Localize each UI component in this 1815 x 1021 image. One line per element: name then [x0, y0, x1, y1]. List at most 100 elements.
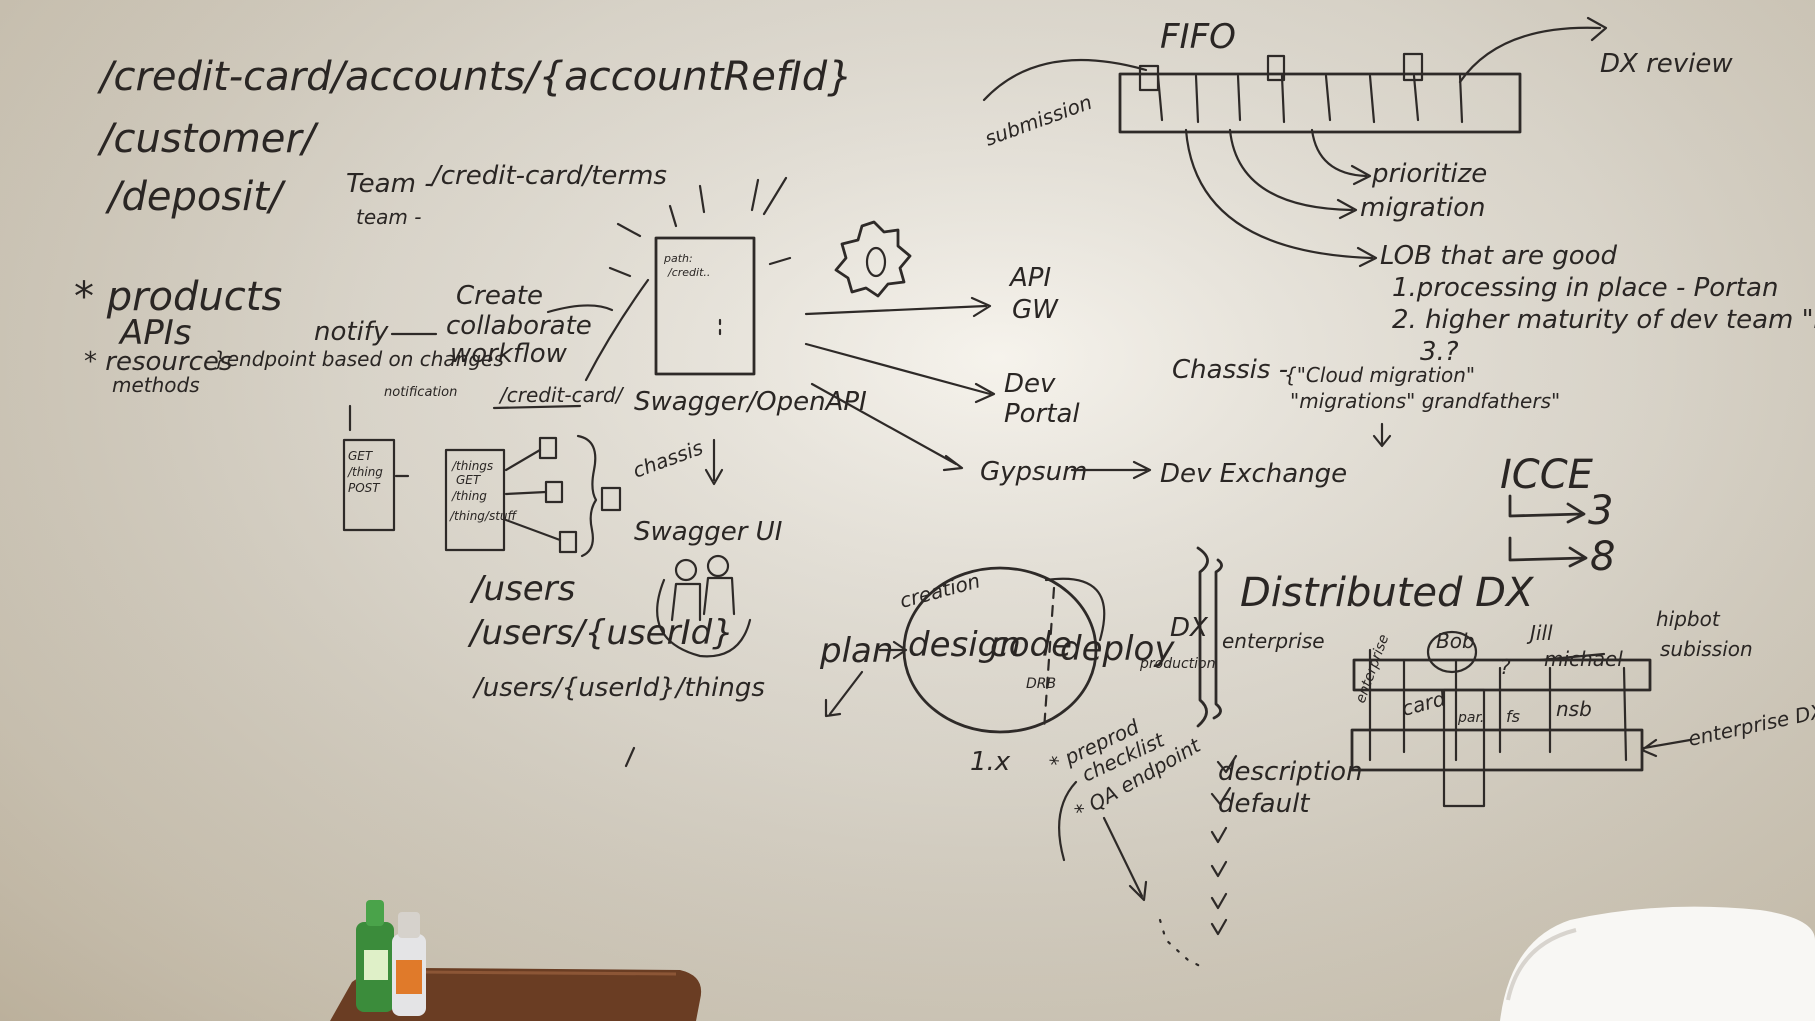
par-highlight	[1442, 688, 1486, 808]
swagger-down-arrow	[704, 438, 724, 486]
chassis-line-1: {"Cloud migration"	[1284, 363, 1475, 387]
chassis-label: Chassis -	[1172, 355, 1288, 385]
left-box-line-1: GET	[348, 449, 374, 463]
credit-card-underline	[492, 404, 582, 410]
people-bodies-icon	[670, 576, 736, 622]
green-bottle-label	[364, 950, 388, 980]
gypsum-to-dev-exchange-arrow	[1070, 460, 1152, 480]
distributed-columns	[1368, 648, 1628, 762]
white-chair	[1500, 906, 1815, 1021]
endpoint-note: }endpoint based on changes	[214, 347, 504, 371]
url-customer: /customer/	[97, 116, 320, 162]
dx-review-label: DX review	[1600, 49, 1733, 79]
portal-label: Portal	[1004, 399, 1080, 429]
design-label: design	[908, 625, 1021, 665]
products-heading: * products	[74, 274, 282, 320]
enterprise-dx-arrow	[1640, 738, 1692, 758]
deploy-label: deploy	[1060, 629, 1175, 669]
code-label: code	[990, 625, 1072, 665]
things-box	[444, 448, 506, 552]
person-icon-2	[706, 554, 730, 578]
users-path-1: /users	[469, 569, 575, 609]
things-line-4: /thing/stuff	[449, 509, 518, 523]
api-label: API	[1008, 263, 1051, 293]
url-credit-card: /credit-card/accounts/{accountRefId}	[97, 54, 853, 100]
green-bottle-neck	[366, 900, 384, 926]
cell-nsb: nsb	[1556, 697, 1592, 721]
dx-label: DX	[1170, 613, 1209, 643]
lob-item-3: 3.?	[1420, 337, 1459, 367]
lob-item-1: 1.processing in place - Portan	[1392, 273, 1778, 303]
plan-down-arrow	[824, 670, 864, 718]
collaborate-label: collaborate	[446, 311, 592, 341]
chassis-line-2: "migrations" grandfathers"	[1290, 389, 1560, 413]
gear-icon	[834, 220, 912, 298]
workflow-label: workflow	[450, 339, 568, 369]
bob-circle	[1426, 630, 1478, 674]
gw-label: GW	[1012, 295, 1059, 325]
dx-bracket	[1196, 546, 1223, 728]
default-label: default	[1218, 789, 1310, 819]
plan-arrow	[878, 640, 908, 660]
lob-label: LOB that are good	[1380, 241, 1618, 271]
collaborate-connector	[546, 304, 614, 314]
notification-label: notification	[384, 385, 457, 400]
chair-shadow	[1506, 928, 1577, 1001]
apis-label: APIs	[118, 313, 192, 353]
swagger-document	[654, 236, 756, 376]
team-label-1: Team -	[346, 169, 434, 199]
url-deposit: /deposit/	[105, 174, 287, 220]
doc-path-value: /credit..	[667, 266, 710, 279]
users-tick	[624, 746, 636, 768]
cell-fs: fs	[1506, 707, 1520, 726]
cell-par: par.	[1457, 710, 1484, 726]
dev-exchange-label: Dev Exchange	[1160, 459, 1347, 489]
create-label: Create	[456, 281, 543, 311]
dev-label: Dev	[1004, 369, 1056, 399]
lob-arrow	[1184, 128, 1378, 268]
production-label: production	[1139, 656, 1215, 672]
icce-branch-1	[1508, 494, 1586, 524]
fifo-item-3	[1402, 52, 1424, 82]
checkmarks-icon	[1210, 754, 1238, 936]
things-line-3: /thing	[451, 489, 487, 503]
icce-value-2: 8	[1590, 534, 1615, 580]
left-box-connector	[348, 404, 410, 478]
things-brace	[576, 434, 598, 558]
document-rays	[608, 176, 792, 278]
lob-item-2: 2. higher maturity of dev team "FSAPI"	[1392, 305, 1815, 335]
distributed-dx-title: Distributed DX	[1240, 570, 1535, 616]
gear-hole-icon	[865, 246, 887, 278]
person-icon-1	[674, 558, 698, 582]
fifo-slots	[1156, 74, 1464, 124]
distributed-top-bar	[1352, 658, 1652, 692]
clear-bottle-cap	[398, 912, 420, 938]
description-label: description	[1218, 757, 1363, 787]
arrow-to-dev-portal	[804, 342, 996, 404]
prioritize-label: prioritize	[1371, 159, 1487, 189]
things-branches	[504, 448, 562, 542]
checklist-arrows	[1058, 780, 1148, 902]
fifo-title: FIFO	[1160, 17, 1236, 57]
prioritize-arrow	[1310, 128, 1372, 186]
methods-label: methods	[112, 373, 200, 397]
left-endpoint-box	[342, 438, 396, 532]
swagger-ui-label: Swagger UI	[634, 517, 782, 547]
things-line-2: GET	[456, 473, 482, 487]
left-box-line-2: /thing	[347, 465, 383, 479]
checklist-dots	[1158, 918, 1202, 968]
resources-label: * resources	[84, 347, 232, 377]
team-label-2: team -	[356, 205, 421, 229]
version-label: 1.x	[970, 747, 1011, 777]
question-label: ?	[1500, 655, 1511, 679]
hipbot-label: hipbot	[1656, 607, 1721, 631]
fifo-item-2	[1266, 54, 1286, 82]
doc-path-label: path:	[663, 252, 693, 265]
resource-square-4	[600, 486, 622, 512]
lifecycle-inner-loop	[1044, 577, 1106, 642]
icce-title: ICCE	[1500, 452, 1594, 498]
migration-arrow	[1228, 128, 1358, 220]
resource-square-3	[558, 530, 578, 554]
left-box-line-3: POST	[348, 481, 381, 495]
